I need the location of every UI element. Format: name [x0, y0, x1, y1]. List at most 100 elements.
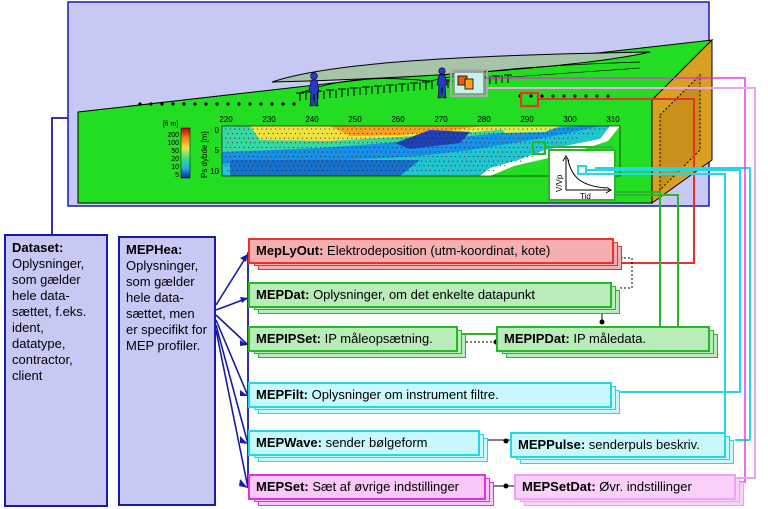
- measurement-dot: [366, 160, 369, 162]
- measurement-dot: [231, 169, 234, 171]
- measurement-dot: [283, 128, 286, 130]
- measurement-dot: [427, 165, 430, 167]
- measurement-dot: [346, 128, 349, 130]
- x-tick: 220: [219, 115, 233, 124]
- measurement-dot: [227, 133, 229, 135]
- measurement-dot: [454, 137, 457, 139]
- measurement-dot: [391, 137, 394, 139]
- measurement-dot: [292, 146, 295, 148]
- measurement-dot: [418, 137, 421, 139]
- measurement-dot: [555, 133, 558, 135]
- measurement-dot: [243, 165, 245, 167]
- measurement-dot: [569, 133, 571, 135]
- measurement-dot: [339, 151, 342, 153]
- measurement-dot: [339, 133, 342, 135]
- measurement-dot: [279, 137, 281, 139]
- measurement-dot: [510, 160, 513, 162]
- measurement-dot: [306, 146, 308, 148]
- measurement-dot: [240, 142, 243, 144]
- measurement-dot: [297, 156, 299, 158]
- measurement-dot: [445, 165, 448, 167]
- measurement-dot: [245, 142, 247, 144]
- measurement-dot: [488, 142, 490, 144]
- measurement-dot: [301, 137, 304, 139]
- measurement-dot: [312, 151, 315, 153]
- measurement-dot: [551, 142, 553, 144]
- measurement-dot: [245, 160, 247, 162]
- measurement-dot: [418, 128, 421, 130]
- measurement-dot: [441, 137, 443, 139]
- measurement-dot: [558, 128, 560, 130]
- measurement-dot: [267, 169, 270, 171]
- measurement-dot: [373, 165, 376, 167]
- table-mepset: MEPSet: Sæt af øvrige indstillinger: [248, 474, 486, 500]
- measurement-dot: [326, 151, 328, 153]
- measurement-dot: [362, 133, 364, 135]
- measurement-dot: [531, 128, 533, 130]
- measurement-dot: [528, 151, 531, 153]
- measurement-dot: [396, 156, 398, 158]
- measurement-dot: [522, 137, 524, 139]
- measurement-dot: [369, 137, 371, 139]
- cable: [299, 61, 641, 94]
- measurement-dot: [400, 156, 403, 158]
- measurement-dot: [328, 156, 331, 158]
- measurement-dot: [508, 146, 511, 148]
- measurement-dot: [506, 142, 508, 144]
- measurement-dot: [294, 133, 297, 135]
- measurement-dot: [303, 133, 306, 135]
- table-name: MEPIPSet:: [256, 331, 322, 346]
- measurement-dot: [369, 146, 371, 148]
- measurement-dot: [362, 160, 364, 162]
- measurement-dot: [465, 133, 468, 135]
- measurement-dot: [238, 146, 241, 148]
- measurement-dot: [272, 151, 274, 153]
- measurement-dot: [486, 156, 488, 158]
- measurement-dot: [229, 128, 232, 130]
- measurement-dot: [281, 160, 283, 162]
- measurement-dot: [355, 146, 358, 148]
- measurement-dot: [312, 160, 315, 162]
- measurement-dot: [560, 142, 562, 144]
- table-desc: sender bølgeform: [321, 435, 428, 450]
- measurement-dot: [463, 128, 466, 130]
- measurement-dot: [283, 137, 286, 139]
- measurement-dot: [594, 128, 596, 130]
- table-desc: senderpuls beskriv.: [585, 437, 700, 452]
- measurement-dot: [263, 169, 265, 171]
- measurement-dot: [225, 137, 227, 139]
- measurement-dot: [423, 137, 425, 139]
- measurement-dot: [258, 151, 261, 153]
- measurement-dot: [360, 146, 362, 148]
- measurement-dot: [252, 156, 254, 158]
- decay-inset: V/Vp Tid: [548, 149, 616, 201]
- measurement-dot: [447, 160, 450, 162]
- measurement-dot: [346, 165, 349, 167]
- measurement-dot: [317, 169, 319, 171]
- measurement-dot: [247, 137, 250, 139]
- measurement-dot: [409, 156, 412, 158]
- measurement-dot: [310, 137, 313, 139]
- measurement-dot: [391, 165, 394, 167]
- table-name: MEPWave:: [256, 435, 322, 450]
- measurement-dot: [283, 146, 286, 148]
- measurement-dot: [384, 160, 387, 162]
- measurement-dot: [562, 128, 565, 130]
- measurement-dot: [321, 142, 324, 144]
- measurement-dot: [517, 146, 520, 148]
- measurement-dot: [339, 142, 342, 144]
- measurement-dot: [481, 156, 484, 158]
- colorbar-tick: 50: [171, 148, 179, 155]
- measurement-dot: [272, 169, 274, 171]
- measurement-dot: [330, 151, 333, 153]
- measurement-dot: [591, 133, 594, 135]
- measurement-dot: [486, 128, 488, 130]
- measurement-dot: [456, 151, 459, 153]
- measurement-dot: [243, 156, 245, 158]
- measurement-dot: [328, 146, 331, 148]
- measurement-dot: [290, 160, 292, 162]
- measurement-dot: [247, 165, 250, 167]
- measurement-dot: [321, 160, 324, 162]
- measurement-dot: [315, 156, 317, 158]
- colorbar-tick: 5: [175, 172, 179, 179]
